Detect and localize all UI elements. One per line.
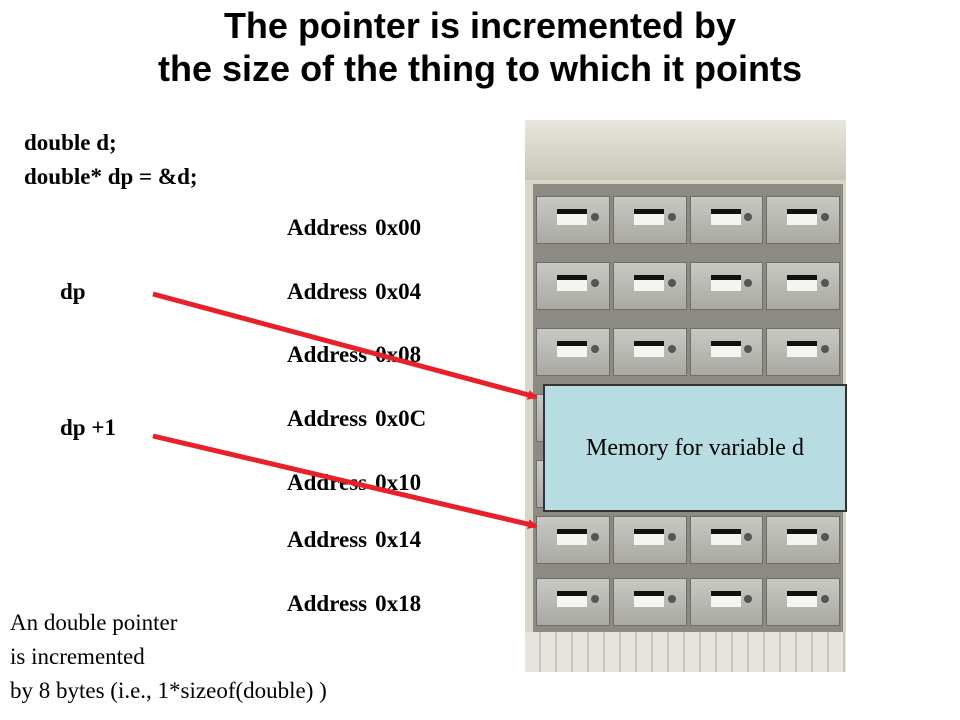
mailbox-row (533, 324, 843, 380)
title-line-2: the size of the thing to which it points (158, 48, 802, 89)
mailbox-door (536, 578, 610, 626)
address-value: 0x14 (375, 527, 422, 552)
mailbox-door (689, 578, 764, 626)
mailbox-door (536, 196, 610, 244)
slide-title: The pointer is incremented by the size o… (0, 4, 960, 90)
address-label: Address (287, 591, 368, 616)
mailbox-door (766, 516, 840, 564)
dp-arrow (152, 291, 538, 400)
mailbox-door (612, 578, 687, 626)
address-row: Address 0x0C (287, 406, 426, 432)
mailbox-door (612, 262, 687, 310)
memory-for-d-box: Memory for variable d (543, 384, 847, 512)
photo-wall-bottom (525, 632, 846, 672)
memory-box-label: Memory for variable d (586, 434, 804, 461)
photo-wall-top (525, 120, 846, 180)
address-value: 0x04 (375, 279, 422, 304)
mailbox-door (766, 578, 840, 626)
mailbox-row (533, 192, 843, 248)
address-label: Address (287, 406, 368, 431)
note-line-2: is incremented (10, 644, 145, 669)
mailbox-door (766, 196, 840, 244)
code-line-2: double* dp = &d; (24, 164, 198, 189)
address-row: Address 0x00 (287, 215, 421, 241)
mailbox-row (533, 258, 843, 314)
mailbox-door (612, 196, 687, 244)
mailbox-door (536, 328, 610, 376)
mailbox-door (766, 262, 840, 310)
mailbox-door (536, 262, 610, 310)
mailbox-row (533, 574, 843, 630)
address-label: Address (287, 527, 368, 552)
increment-note: An double pointer is incremented by 8 by… (10, 606, 327, 708)
mailbox-door (536, 516, 610, 564)
dp-plus-one-label: dp +1 (60, 415, 116, 440)
mailbox-door (689, 328, 764, 376)
dp-label: dp (60, 279, 86, 304)
mailbox-row (533, 512, 843, 568)
code-line-1: double d; (24, 130, 117, 155)
mailbox-door (612, 516, 687, 564)
address-row: Address 0x14 (287, 527, 421, 553)
address-row: Address 0x04 (287, 279, 421, 305)
address-value: 0x0C (375, 406, 427, 431)
code-snippet: double d; double* dp = &d; (24, 126, 198, 194)
title-line-1: The pointer is incremented by (223, 5, 737, 46)
note-line-1: An double pointer (10, 610, 178, 635)
mailbox-door (689, 262, 764, 310)
address-label: Address (287, 215, 368, 240)
address-label: Address (287, 279, 368, 304)
note-line-3: by 8 bytes (i.e., 1*sizeof(double) ) (10, 678, 327, 703)
mailbox-door (689, 196, 764, 244)
address-value: 0x18 (375, 591, 422, 616)
address-row: Address 0x18 (287, 591, 421, 617)
mailbox-door (689, 516, 764, 564)
mailbox-door (766, 328, 840, 376)
mailbox-door (612, 328, 687, 376)
dp-plus-one-arrow (152, 433, 538, 530)
address-value: 0x00 (375, 215, 422, 240)
